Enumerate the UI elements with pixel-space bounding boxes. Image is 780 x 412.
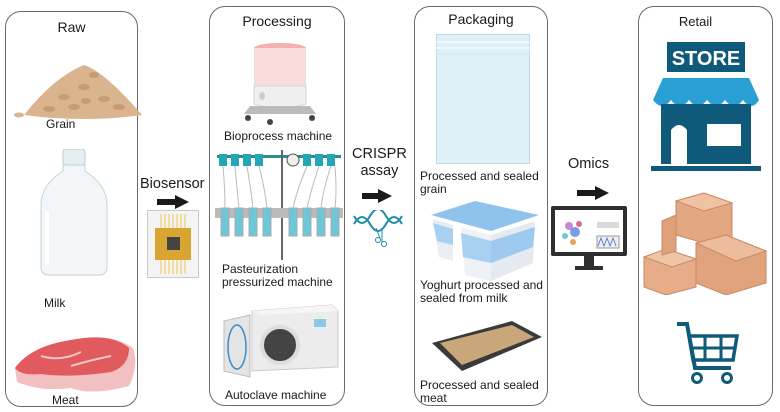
store-icon: STORE [649,42,763,172]
biosensor-label: Biosensor [140,176,205,192]
crispr-assay-label: CRISPR assay [352,146,407,179]
meat-tray-icon [430,319,542,375]
processing-title: Processing [242,13,312,29]
retail-title: Retail [678,14,713,29]
arrow-right-icon [157,195,189,209]
autoclave-machine-label: Autoclave machine [225,388,327,402]
sealed-bag-icon [436,34,530,164]
grain-icon [14,57,144,122]
grain-label: Grain [46,117,76,131]
yoghurt-cups-icon [427,201,543,283]
dna-scissors-icon [352,210,404,248]
biosensor-chip-icon [147,210,199,278]
packaging-panel: Packaging Processed and sealed grain Yog… [414,6,548,406]
store-sign-text: STORE [672,48,741,70]
packaging-title: Packaging [448,11,514,27]
sealed-meat-label: Processed and sealed meat [420,378,539,405]
retail-panel: Retail STORE [638,6,773,406]
meat-label: Meat [52,393,79,407]
pasteurization-machine-icon [213,150,345,260]
monitor-omics-icon [551,206,627,272]
cardboard-boxes-icon [642,191,770,295]
raw-title: Raw [57,19,86,35]
arrow-right-icon [577,186,609,200]
bioprocess-machine-label: Bioprocess machine [224,129,333,143]
autoclave-machine-icon [222,301,340,383]
meat-steak-icon [11,326,139,396]
yoghurt-label: Yoghurt processed and sealed from milk [420,278,543,305]
arrow-right-icon [362,189,392,203]
milk-label: Milk [44,296,66,310]
processing-panel: Processing Bioprocess machine [209,6,345,406]
raw-panel: Raw Grain Milk Meat [5,11,142,407]
pasteurization-label: Pasteurization pressurized machine [222,262,333,289]
bioprocess-machine-icon [240,40,320,125]
shopping-cart-icon [675,320,741,386]
sealed-grain-label: Processed and sealed grain [420,169,539,196]
milk-bottle-icon [39,149,109,277]
omics-label: Omics [568,156,610,172]
